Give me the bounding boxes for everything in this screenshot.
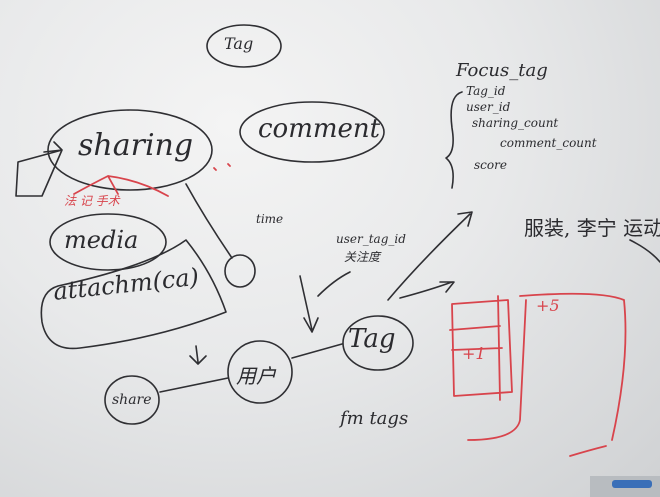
user-down-arrow — [189, 345, 207, 365]
tag-ellipse-top — [206, 24, 282, 68]
media-ellipse — [49, 213, 167, 271]
right-arc — [629, 239, 660, 263]
red-dots — [213, 163, 231, 171]
label-tag-id: Tag_id — [466, 84, 506, 98]
share-user-line — [159, 377, 229, 393]
comment-ellipse — [239, 101, 385, 163]
label-user-tag-sub: 关注度 — [344, 250, 381, 264]
label-fm-tags: fm tags — [340, 408, 409, 429]
label-share: share — [112, 392, 152, 408]
small-circle — [224, 254, 256, 288]
label-sharing: sharing — [78, 128, 194, 163]
tag-arrow-right — [399, 281, 455, 299]
label-plus-1: +1 — [462, 344, 486, 363]
label-cn-right: 服装, 李宁 运动 — [524, 216, 660, 240]
label-sharing-count: sharing_count — [472, 116, 559, 130]
connector-line — [185, 183, 233, 259]
label-media: media — [64, 226, 139, 254]
sharing-ellipse — [47, 109, 213, 191]
arrow-shape — [15, 141, 63, 197]
tag-ellipse-center — [342, 315, 414, 371]
attachment-shape — [40, 239, 227, 350]
user-tag-line — [291, 343, 343, 359]
label-comment: comment — [258, 114, 381, 144]
label-time: time — [256, 212, 284, 226]
label-tag-top: Tag — [224, 34, 254, 53]
label-tag-center: Tag — [348, 324, 396, 354]
red-right-frame — [467, 292, 627, 441]
label-user-tag-id: user_tag_id — [336, 232, 406, 246]
arrow-to-tag — [317, 271, 351, 297]
label-user-id: user_id — [466, 100, 511, 114]
time-arrow — [299, 275, 319, 333]
red-check — [569, 445, 607, 457]
label-plus-5: +5 — [536, 296, 560, 315]
label-red-notes: 法 记 手术 — [64, 194, 120, 208]
label-user-cn: 用户 — [236, 364, 276, 388]
label-score: score — [474, 158, 507, 172]
red-table-box — [449, 295, 513, 401]
red-tree-lines — [73, 175, 169, 197]
tag-arrow-up — [387, 211, 473, 301]
focus-bracket — [445, 91, 463, 189]
label-comment-count: comment_count — [500, 136, 597, 150]
share-ellipse — [104, 375, 160, 425]
user-ellipse — [227, 340, 293, 404]
label-focus-tag: Focus_tag — [456, 60, 548, 81]
marker — [612, 480, 652, 488]
